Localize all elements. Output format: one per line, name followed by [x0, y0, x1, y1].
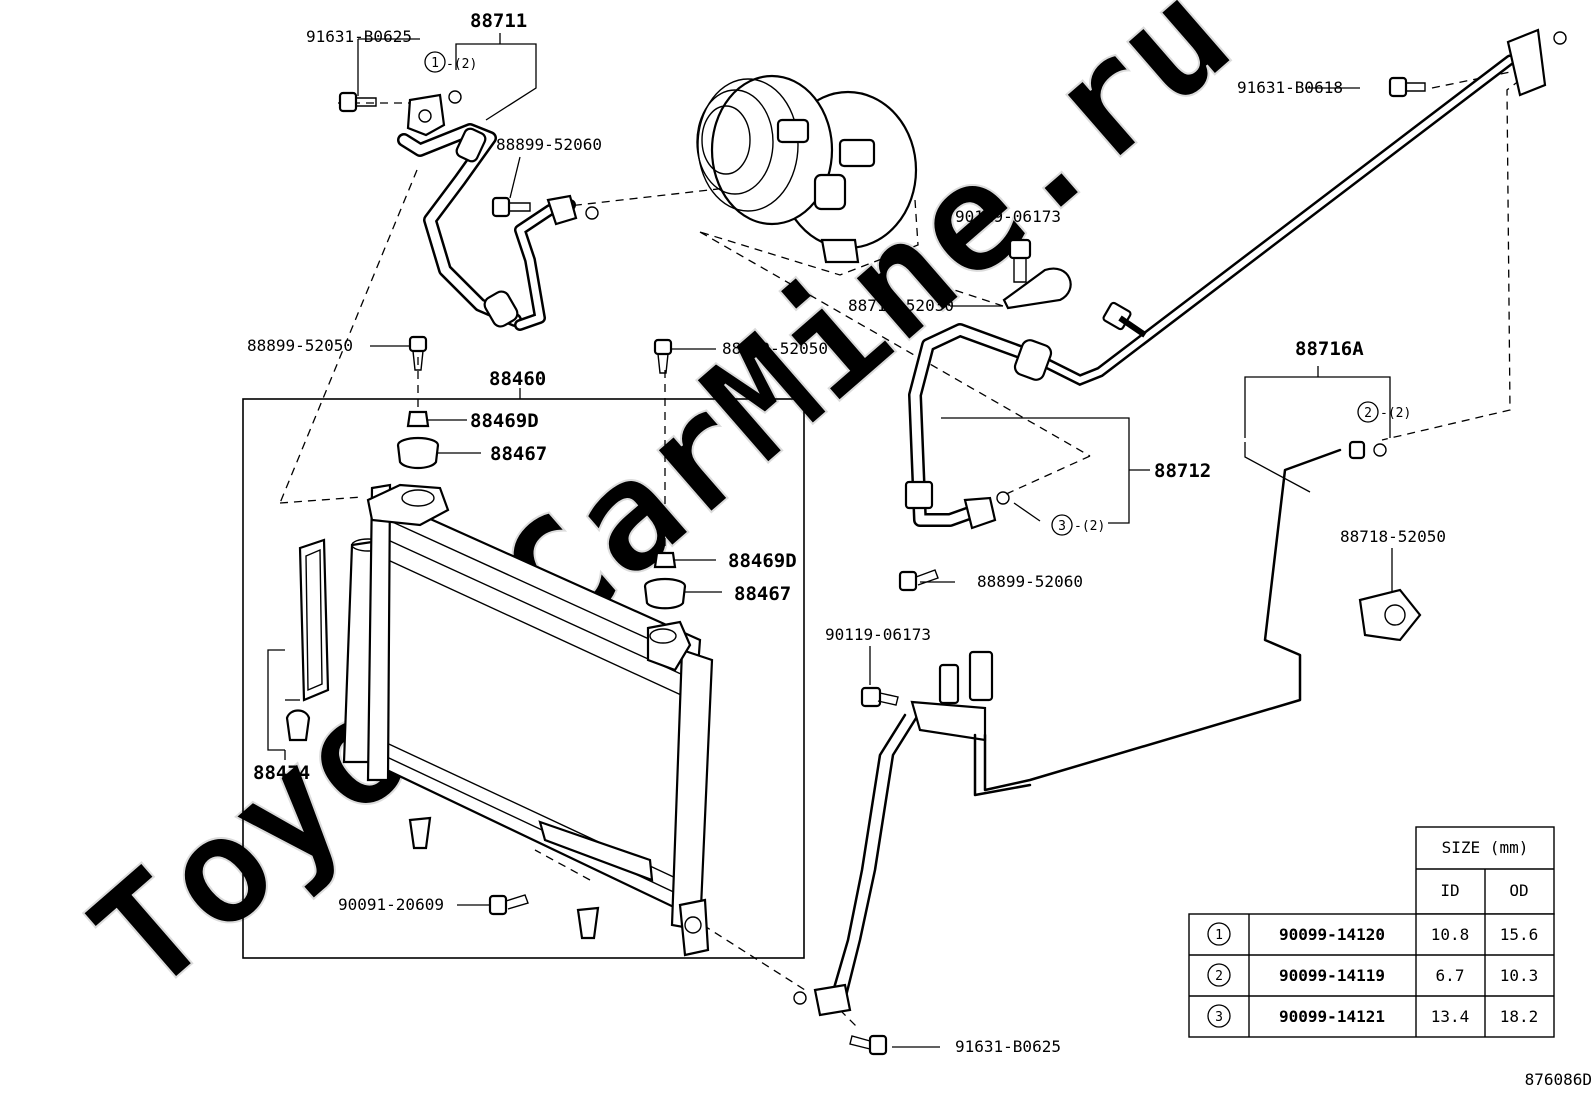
svg-text:90099-14120: 90099-14120	[1279, 925, 1385, 944]
svg-text:2: 2	[1215, 969, 1223, 984]
circle-3-quantity: -(2)	[1074, 519, 1105, 534]
label-88716a: 88716A	[1295, 338, 1364, 360]
size-table-row: 3 90099-14121 13.4 18.2	[1207, 1004, 1539, 1028]
size-table-col-id: ID	[1440, 881, 1459, 900]
pipe-upper-right	[1034, 28, 1567, 387]
drawing-code: 876086D	[1525, 1070, 1592, 1089]
label-91631-b0625-top: 91631-B0625	[306, 27, 412, 46]
bolt-88899-52050-right-icon	[653, 338, 673, 374]
bolt-91631-b0625-bottom-icon	[849, 1034, 888, 1056]
circle-2-quantity: -(2)	[1380, 406, 1411, 421]
svg-text:90099-14119: 90099-14119	[1279, 966, 1385, 985]
label-88718-52030: 88718-52030	[848, 296, 954, 315]
svg-text:2: 2	[1364, 406, 1372, 421]
svg-text:3: 3	[1058, 519, 1066, 534]
size-table-row: 1 90099-14120 10.8 15.6	[1207, 922, 1539, 946]
size-table-col-od: OD	[1509, 881, 1528, 900]
size-table-row: 2 90099-14119 6.7 10.3	[1207, 963, 1539, 987]
clamp-88718-52030-icon	[1002, 267, 1072, 310]
svg-text:18.2: 18.2	[1500, 1007, 1539, 1026]
label-88899-52050-right: 88899-52050	[722, 339, 828, 358]
hose-88712	[904, 323, 1053, 530]
circled-number-2: 2	[1357, 401, 1379, 423]
clamp-88718-52050-icon	[1358, 588, 1422, 642]
hose-88711	[397, 90, 599, 331]
label-90119-06173-mid: 90119-06173	[825, 625, 931, 644]
clip-88469d-mid-icon	[653, 551, 677, 569]
label-88469d-top: 88469D	[470, 410, 539, 432]
clip-88469d-top-icon	[406, 410, 430, 428]
label-88899-52050-left: 88899-52050	[247, 336, 353, 355]
label-88460: 88460	[489, 368, 546, 390]
compressor-icon	[696, 74, 918, 264]
liquid-line-lower	[793, 440, 1387, 1017]
svg-text:10.8: 10.8	[1431, 925, 1470, 944]
svg-text:1: 1	[1215, 928, 1223, 943]
label-88899-52060-mid: 88899-52060	[977, 572, 1083, 591]
condenser-assembly-box	[242, 398, 805, 959]
svg-text:6.7: 6.7	[1436, 966, 1465, 985]
leader-lines	[267, 33, 1393, 1048]
label-91631-b0625-bottom: 91631-B0625	[955, 1037, 1061, 1056]
bolt-90091-20609-icon	[488, 894, 529, 916]
circle-1-quantity: -(2)	[446, 57, 477, 72]
svg-text:10.3: 10.3	[1500, 966, 1539, 985]
cushion-88467-top-icon	[396, 436, 440, 470]
bolt-90119-06173-mid-icon	[860, 686, 899, 708]
bolt-91631-b0618-icon	[1388, 76, 1426, 98]
bracket-88474-icon	[285, 538, 330, 742]
bolt-90119-06173-top-icon	[1008, 238, 1032, 283]
bolt-88899-52060-mid-icon	[898, 569, 939, 592]
svg-text:3: 3	[1215, 1010, 1223, 1025]
label-91631-b0618: 91631-B0618	[1237, 78, 1343, 97]
label-88712: 88712	[1154, 460, 1211, 482]
label-88474: 88474	[253, 762, 310, 784]
svg-text:90099-14121: 90099-14121	[1279, 1007, 1385, 1026]
bolt-88899-52050-left-icon	[408, 335, 428, 371]
label-88899-52060-top: 88899-52060	[496, 135, 602, 154]
size-table: SIZE (mm) ID OD 1 90099-14120 10.8 15.6 …	[1188, 826, 1555, 1038]
label-88469d-mid: 88469D	[728, 550, 797, 572]
label-88711: 88711	[470, 10, 527, 32]
svg-text:13.4: 13.4	[1431, 1007, 1470, 1026]
label-88718-52050: 88718-52050	[1340, 527, 1446, 546]
svg-text:15.6: 15.6	[1500, 925, 1539, 944]
bolt-91631-b0625-top-icon	[338, 91, 377, 113]
label-90091-20609: 90091-20609	[338, 895, 444, 914]
svg-text:1: 1	[431, 56, 439, 71]
circled-number-1: 1	[424, 51, 446, 73]
label-88467-mid: 88467	[734, 583, 791, 605]
label-88467-top: 88467	[490, 443, 547, 465]
circled-number-3: 3	[1051, 514, 1073, 536]
size-table-title: SIZE (mm)	[1442, 838, 1529, 857]
bolt-88899-52060-top-icon	[491, 196, 531, 218]
condenser-core-icon	[342, 483, 714, 957]
label-90119-06173-top: 90119-06173	[955, 207, 1061, 226]
cushion-88467-mid-icon	[643, 577, 687, 610]
part-labels: 91631-B0625 88711 88899-52060 91631-B061…	[247, 10, 1592, 1089]
